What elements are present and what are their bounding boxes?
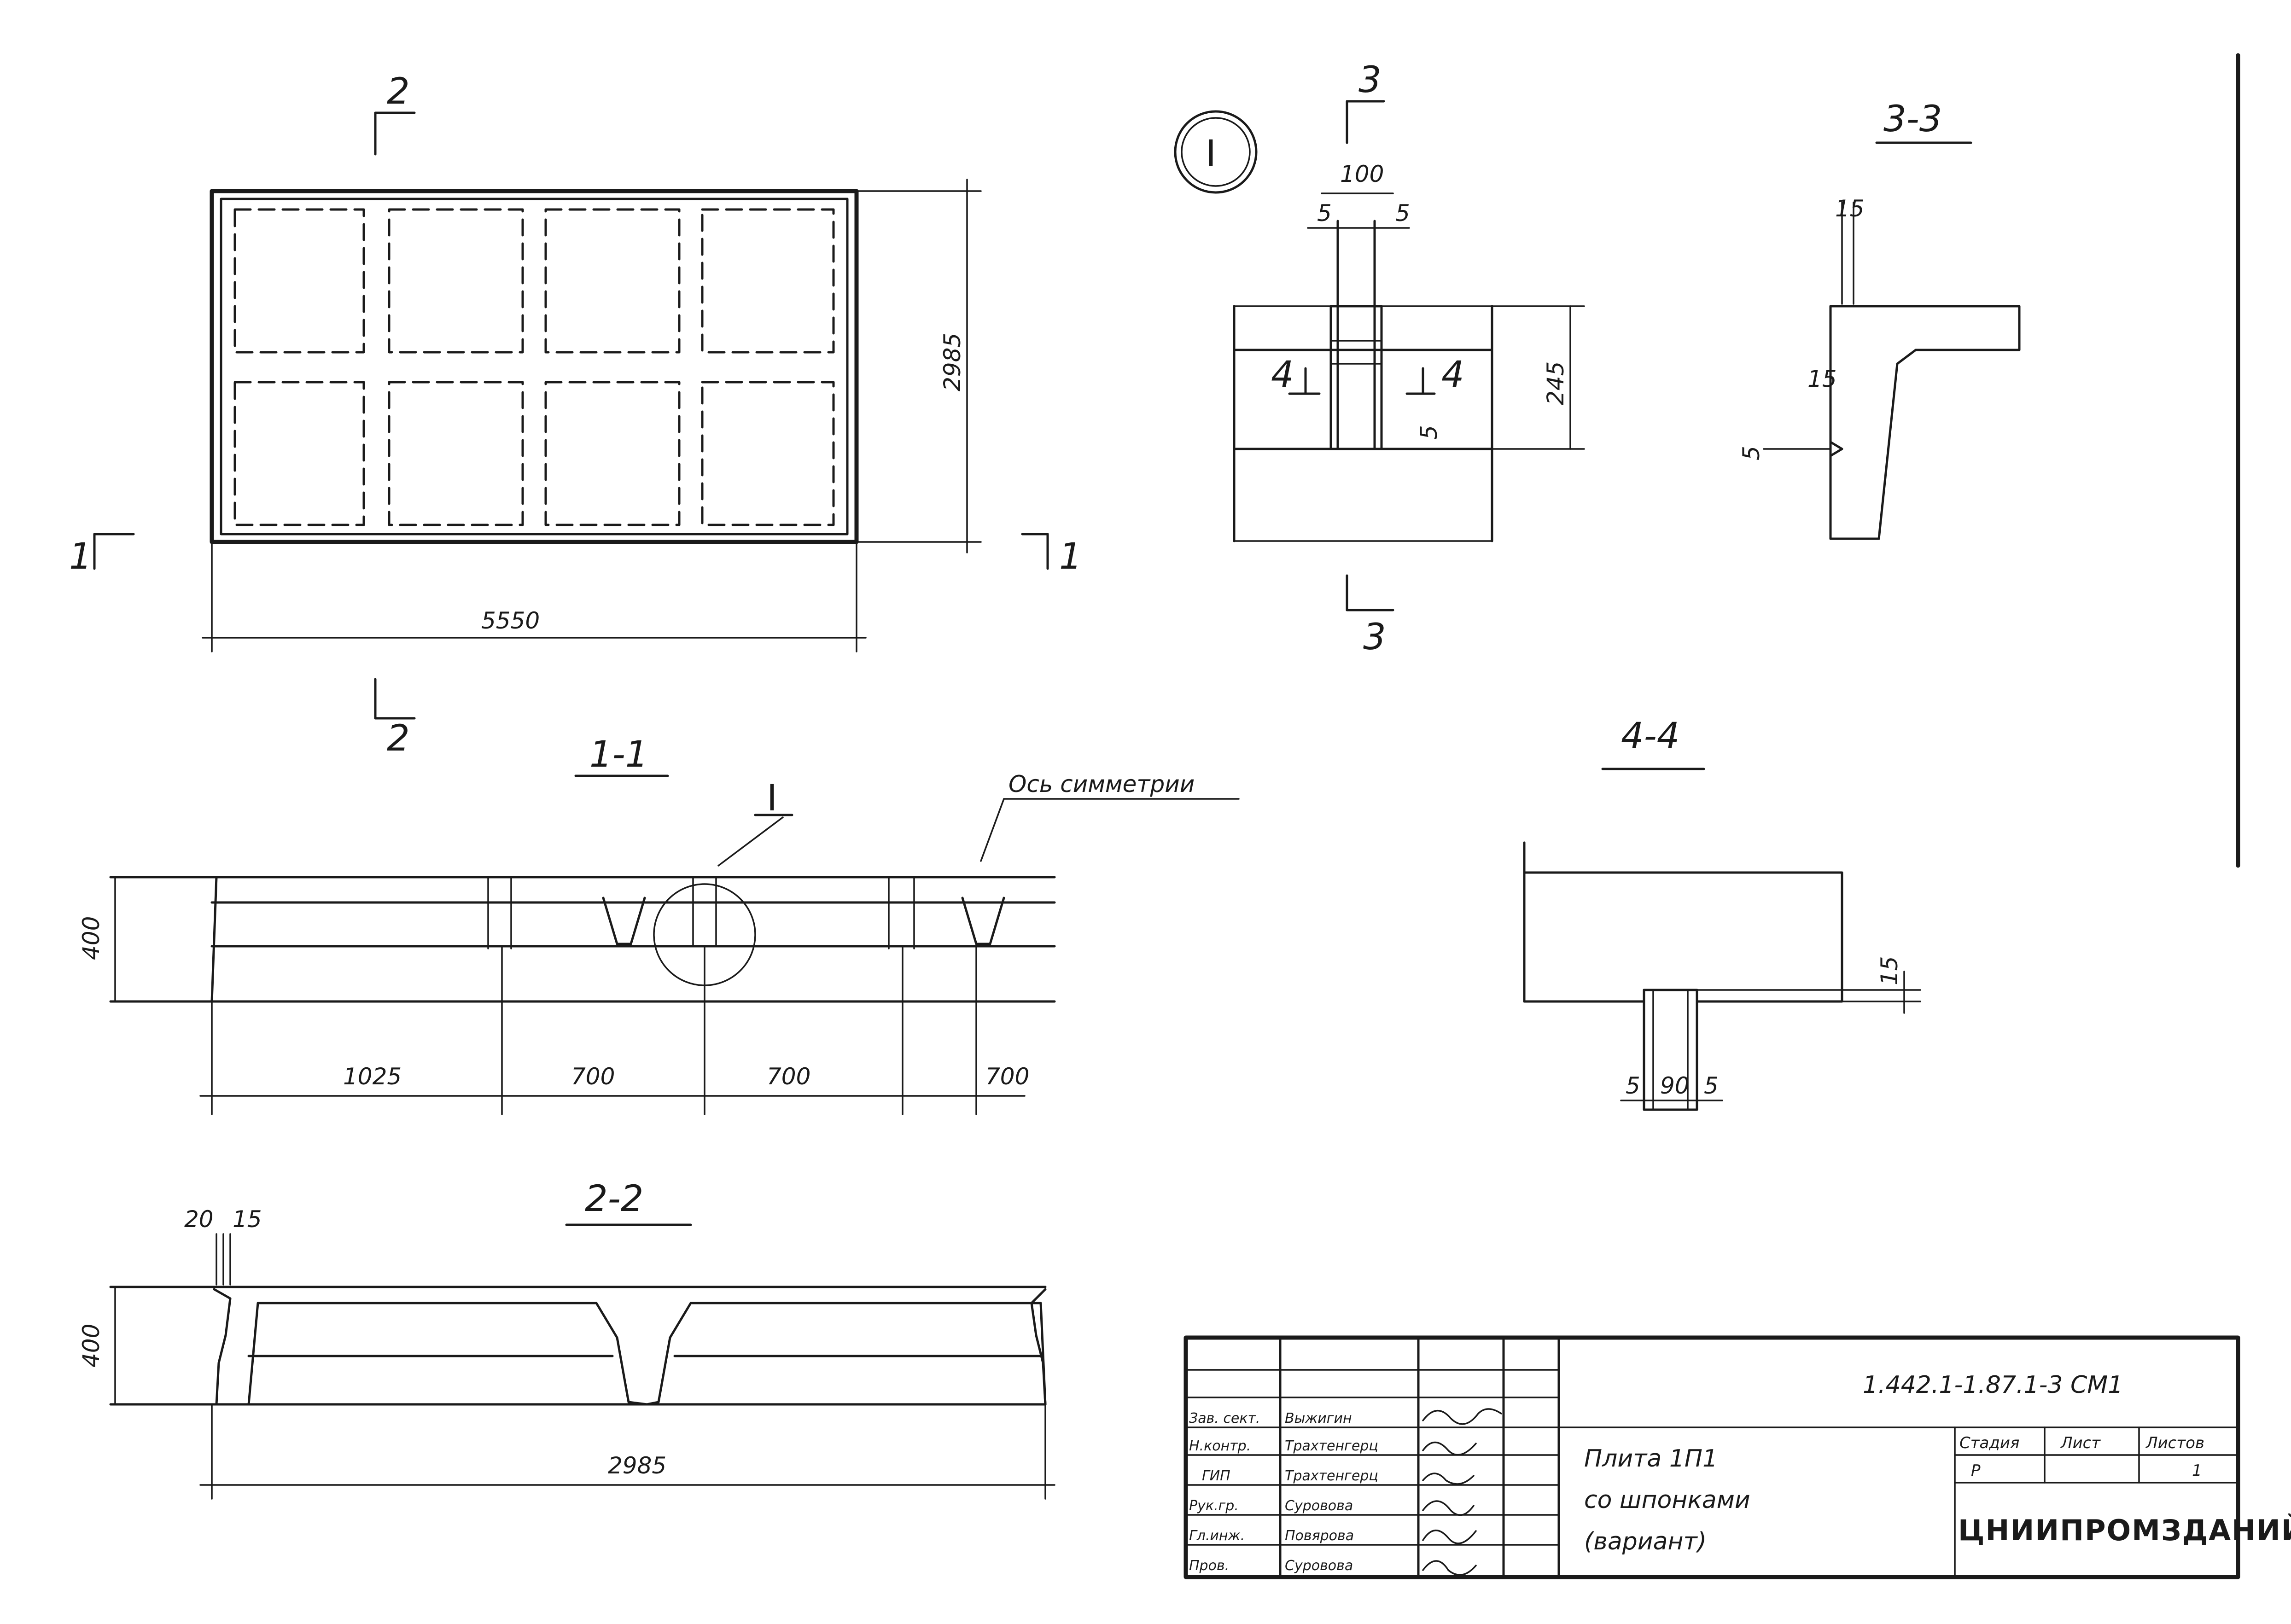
sheets-label: Листов — [2145, 1434, 2204, 1452]
cut-3-bottom: 3 — [1346, 574, 1394, 658]
svg-text:245: 245 — [1542, 361, 1569, 405]
role-0: Зав. сект. — [1189, 1410, 1260, 1426]
plan-width-dim: 2985 — [939, 333, 966, 391]
svg-text:100: 100 — [1340, 161, 1384, 187]
role-3: Рук.гр. — [1189, 1498, 1239, 1514]
role-1: Н.контр. — [1189, 1438, 1251, 1454]
svg-text:5: 5 — [1626, 1072, 1640, 1099]
rib-pattern — [233, 208, 835, 526]
detail-marker-circle — [1174, 110, 1258, 194]
cut-3-top: 3 — [1346, 59, 1385, 144]
title-line-2: со шпонками — [1584, 1486, 1750, 1514]
svg-text:5: 5 — [1416, 425, 1442, 440]
section-2-2-width: 2985 — [608, 1452, 666, 1479]
role-4: Гл.инж. — [1189, 1528, 1245, 1544]
svg-text:5: 5 — [1317, 200, 1332, 227]
section-1-1-title: 1-1 — [589, 734, 648, 775]
svg-text:20: 20 — [184, 1206, 214, 1233]
svg-text:1: 1 — [69, 536, 92, 577]
dim-700-a: 700 — [571, 1063, 615, 1090]
sheet-label: Лист — [2060, 1434, 2101, 1452]
detail-ref-marker: I — [767, 778, 777, 819]
plan-length-dim: 5550 — [481, 607, 540, 634]
organization: ЦНИИПРОМЗДАНИЙ — [1958, 1513, 2291, 1547]
svg-text:400: 400 — [78, 916, 105, 960]
signatures — [1422, 1408, 1502, 1576]
section-1-1: 1-1 I Ось симметрии 400 1025 700 70 — [78, 734, 1240, 1115]
title-block: 1.442.1-1.87.1-3 СМ1 Зав. сект. Н.контр.… — [1183, 53, 2291, 1579]
svg-text:5: 5 — [1738, 446, 1765, 460]
svg-text:15: 15 — [1807, 366, 1837, 392]
svg-text:2: 2 — [387, 718, 410, 759]
title-line-1: Плита 1П1 — [1584, 1445, 1718, 1473]
section-2-2-title: 2-2 — [585, 1178, 643, 1220]
svg-text:5: 5 — [1395, 200, 1410, 227]
stage-label: Стадия — [1959, 1434, 2019, 1452]
svg-text:15: 15 — [1876, 956, 1903, 985]
doc-code: 1.442.1-1.87.1-3 СМ1 — [1863, 1371, 2123, 1399]
cut-2-bottom: 2 — [374, 678, 416, 759]
slab-inner-rim — [220, 198, 849, 536]
cut-1-right: 1 — [1021, 533, 1082, 577]
section-2-2: 2-2 400 20 15 2985 — [78, 1178, 1055, 1500]
name-3: Суровова — [1285, 1498, 1353, 1514]
name-0: Выжигин — [1285, 1410, 1352, 1426]
dim-700-b: 700 — [767, 1063, 810, 1090]
svg-text:4: 4 — [1441, 354, 1464, 396]
name-4: Повярова — [1285, 1528, 1354, 1544]
cut-4-right: 4 — [1405, 354, 1464, 396]
detail-I: I 100 5 5 245 5 3 3 — [1174, 59, 1585, 658]
svg-text:5: 5 — [1704, 1072, 1719, 1099]
plan-view: 2985 5550 1 1 2 2 — [69, 71, 1082, 759]
stage-value: Р — [1971, 1461, 1981, 1480]
svg-text:3: 3 — [1358, 59, 1382, 101]
cut-4-left: 4 — [1271, 354, 1321, 396]
cut-2-top: 2 — [374, 71, 416, 156]
slab-outline — [210, 189, 859, 544]
svg-text:400: 400 — [78, 1324, 105, 1368]
section-3-3: 3-3 15 15 5 — [1738, 99, 2021, 540]
sheets-value: 1 — [2192, 1461, 2202, 1480]
role-5: Пров. — [1189, 1558, 1229, 1574]
svg-text:4: 4 — [1271, 354, 1294, 396]
svg-text:15: 15 — [233, 1206, 262, 1233]
title-line-3: (вариант) — [1584, 1528, 1707, 1555]
svg-text:15: 15 — [1835, 195, 1865, 222]
svg-text:3: 3 — [1363, 617, 1386, 658]
section-3-3-title: 3-3 — [1883, 99, 1942, 140]
svg-text:2: 2 — [387, 71, 410, 112]
section-4-4-title: 4-4 — [1621, 716, 1679, 757]
name-1: Трахтенгерц — [1285, 1438, 1378, 1454]
dim-700-c: 700 — [985, 1063, 1029, 1090]
name-2: Трахтенгерц — [1285, 1468, 1378, 1484]
cut-1-left: 1 — [69, 533, 135, 577]
name-5: Суровова — [1285, 1558, 1353, 1574]
dim-1025: 1025 — [343, 1063, 402, 1090]
svg-text:1: 1 — [1059, 536, 1082, 577]
axis-note: Ось симметрии — [1009, 771, 1195, 797]
section-4-4: 4-4 15 5 90 5 — [1523, 716, 1921, 1111]
detail-marker: I — [1206, 133, 1216, 175]
role-2: ГИП — [1202, 1468, 1230, 1484]
svg-text:90: 90 — [1660, 1072, 1690, 1099]
